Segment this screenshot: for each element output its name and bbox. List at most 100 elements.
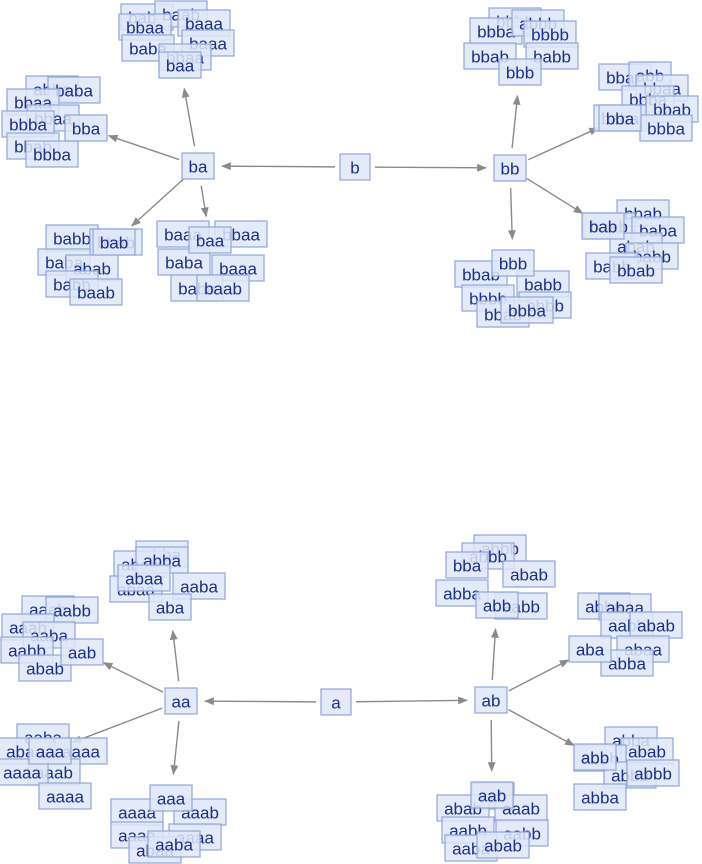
node-abb2: abb [573,743,617,771]
cluster-node-c-ba-top-2-label: baaa [185,15,223,34]
cluster-node-c-ab-bottom-6: abab [476,831,530,859]
node-aba2-box [568,635,612,663]
cluster-node-c-ba-bottom-2: baba [157,248,211,276]
edge-ba-to-baa [181,87,196,147]
cluster-node-c-ab-top-2-label: bba [453,557,482,576]
node-b-box [339,153,371,181]
cluster-node-c-bb-top-5-label: babb [533,48,571,67]
node-a-label: a [331,694,341,713]
node-aab2-box [470,781,514,809]
cluster-node-c-ab-top-3-box [502,560,556,588]
edge-ab-to-aba2 [508,659,570,692]
cluster-node-c-ab-br-4: abbb [626,759,680,787]
node-b-label: b [350,159,359,178]
cluster-node-c-aa-left-1-label: aabb [53,602,91,621]
edge-ab-to-abb2 [508,708,575,747]
cluster-node-c-bb-bottom-1-label: babb [524,276,562,295]
cluster-node-c-aa-bottom-5-box [147,830,201,858]
cluster-node-c-ba-left-4-label: bbba [9,116,47,135]
node-aaa2-label: aaa [157,790,186,809]
cluster-node-c-ba-left-6-label: bbba [33,146,71,165]
node-baa: baa [158,51,202,79]
cluster-node-c-aa-top-5: abaa [117,564,171,592]
node-bba2-box [598,104,642,132]
node-bba2: bba [598,104,642,132]
cluster-node-c-ba-bottom-5-label: baab [204,280,242,299]
cluster-c-aa-bottom: aaaaaaabaaaaaaaaabaaaaba [110,798,227,864]
cluster-node-c-bb-right-6-box [639,114,693,142]
edge-aa-to-aaa [71,707,163,744]
cluster-node-c-ab-br-5: abba [573,783,627,811]
node-aaa2: aaa [149,784,193,812]
cluster-node-c-ba-bl-0-label: babb [53,230,91,249]
node-abb-label: abb [483,597,511,616]
node-bab2-label: bab [589,218,617,237]
node-bb: bb [493,154,527,182]
node-aab: aab [60,638,104,666]
edge-bb-to-bba2 [527,127,600,161]
node-aba-label: aba [156,599,185,618]
cluster-c-ba-left: abbabababbaabbaabbbabbabbbba [1,75,101,168]
node-b: b [339,153,371,181]
cluster-node-c-ba-left-1: baba [47,76,101,104]
cluster-node-c-bb-right-6: bbba [639,114,693,142]
node-bbb2: bbb [491,249,535,277]
node-aba: aba [148,593,192,621]
cluster-node-c-bb-bottom-5: bbba [500,296,554,324]
edge-a-to-ab [355,696,468,705]
cluster-node-c-aa-left-5: abab [18,654,72,682]
cluster-node-c-aa-bl-2-label: aaaa [62,743,100,762]
cluster-node-c-aa-bl-5-box [38,782,92,810]
cluster-c-aa-left: aaabaabbaaabaabaaabbabab [0,595,99,682]
cluster-node-c-aa-bl-5-label: aaaa [46,788,84,807]
node-bba-box [64,114,108,142]
cluster-node-c-aa-bl-4-label: aaaa [3,764,41,783]
edges-layer [71,87,600,776]
cluster-node-c-ab-br-5-box [573,783,627,811]
cluster-node-c-ab-right-3: abab [629,611,683,639]
cluster-node-c-ba-bottom-5: baab [196,274,250,302]
cluster-c-aa-top: abbaabababbaabaaaabaabaa [109,540,226,603]
cluster-node-c-ba-bl-5-box [69,278,123,306]
cluster-node-c-ab-bottom-6-box [476,831,530,859]
edge-b-to-bb [374,163,487,172]
edge-b-to-ba [221,162,336,171]
node-aab-box [60,638,104,666]
node-aab2-label: aab [478,787,506,806]
node-baa-box [158,51,202,79]
edge-ba-to-baa2 [200,185,209,218]
edge-ab-to-abb [491,627,499,681]
cluster-node-c-aa-left-5-box [18,654,72,682]
cluster-node-c-aa-top-4: aaba [172,572,226,600]
edge-aa-to-aba [169,629,180,682]
cluster-node-c-aa-top-5-label: abaa [125,570,163,589]
edge-bb-to-bab2 [526,177,584,214]
node-baa2: baa [188,226,232,254]
cluster-node-c-bb-bottom-5-label: bbba [508,302,546,321]
node-bbb: bbb [498,58,542,86]
cluster-node-c-ab-top-2-box [445,551,489,579]
cluster-node-c-bb-top-3: bbbb [523,20,577,48]
cluster-node-c-aa-bottom-0-label: aaaa [118,804,156,823]
cluster-node-c-ba-top-5-label: baba [129,40,167,59]
cluster-node-c-aa-left-1-box [45,596,99,624]
node-bba: bba [64,114,108,142]
node-abb2-box [573,743,617,771]
cluster-node-c-aa-bottom-1: aaab [173,798,227,826]
cluster-node-c-ba-top-3-label: bbaa [126,19,164,38]
node-aa-box [164,687,198,715]
cluster-node-c-ba-bottom-2-label: baba [165,254,203,273]
cluster-node-c-ba-bottom-5-box [196,274,250,302]
node-bab2-box [581,212,625,240]
cluster-node-c-ab-top-3: abab [502,560,556,588]
cluster-node-c-ab-right-5-label: abba [608,655,646,674]
node-aba2: aba [568,635,612,663]
cluster-node-c-ab-top-2: bba [445,551,489,579]
node-aba-box [148,593,192,621]
cluster-node-c-bb-right-6-label: bbba [647,120,685,139]
cluster-node-c-aa-top-5-box [117,564,171,592]
cluster-node-c-ba-bottom-3-label: baaa [219,260,257,279]
cluster-c-aa-bl: aabaabaaaaaaaaabaaaaaaaa [0,723,108,810]
cluster-node-c-ab-top-4-label: abba [443,585,481,604]
